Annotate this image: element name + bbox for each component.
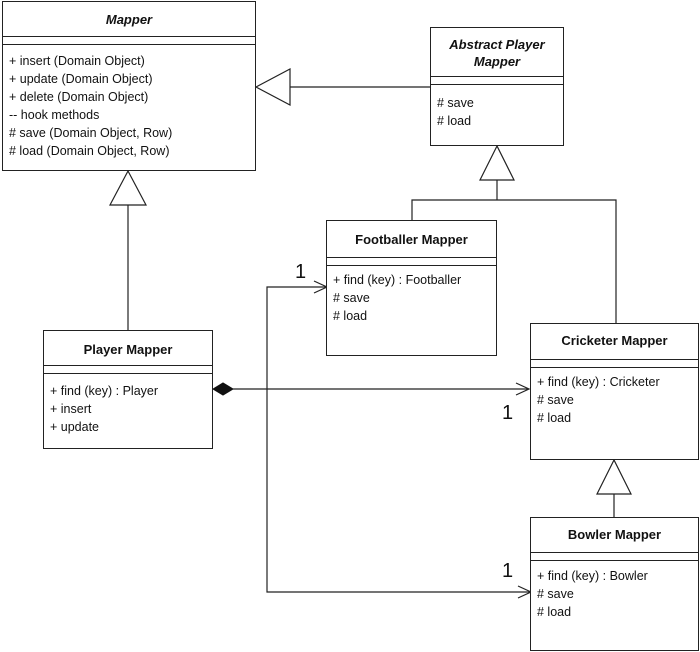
class-mapper-member: + delete (Domain Object) bbox=[9, 90, 149, 104]
class-bowler-mapper-name: Bowler Mapper bbox=[567, 527, 662, 542]
class-mapper-member: + update (Domain Object) bbox=[9, 72, 153, 86]
separator bbox=[3, 36, 255, 37]
multiplicity-cricketer: 1 bbox=[502, 402, 514, 424]
multiplicity-footballer: 1 bbox=[295, 261, 307, 283]
separator bbox=[431, 84, 563, 85]
generalization-arrowhead-mapper-bottom bbox=[109, 169, 147, 206]
class-mapper-member: -- hook methods bbox=[9, 108, 100, 122]
composition-diamond bbox=[212, 382, 234, 396]
class-abstract-player-mapper-name-line2: Mapper bbox=[473, 54, 521, 69]
separator bbox=[531, 359, 698, 360]
class-footballer-mapper-member: # save bbox=[333, 291, 370, 305]
separator bbox=[44, 365, 212, 366]
class-bowler-mapper-member: # load bbox=[537, 605, 572, 619]
multiplicity-bowler: 1 bbox=[502, 560, 514, 582]
separator bbox=[431, 76, 563, 77]
class-mapper-member: # save (Domain Object, Row) bbox=[9, 126, 173, 140]
class-cricketer-mapper-member: # load bbox=[537, 411, 572, 425]
class-footballer-mapper-member: + find (key) : Footballer bbox=[333, 273, 462, 287]
class-player-mapper-member: + update bbox=[50, 420, 100, 434]
class-abstract-player-mapper-member: # load bbox=[437, 114, 472, 128]
association-arrowhead-cricketer bbox=[515, 382, 531, 396]
generalization-arrowhead-abstract-bottom bbox=[479, 144, 515, 181]
separator bbox=[3, 44, 255, 45]
class-abstract-player-mapper: Abstract Player Mapper # save # load bbox=[430, 27, 564, 146]
separator bbox=[531, 552, 698, 553]
class-mapper-member: # load (Domain Object, Row) bbox=[9, 144, 170, 158]
class-footballer-mapper-member: # load bbox=[333, 309, 368, 323]
class-cricketer-mapper-member: + find (key) : Cricketer bbox=[537, 375, 660, 389]
separator bbox=[44, 373, 212, 374]
association-line-to-footballer-and-bowler bbox=[266, 286, 530, 593]
separator bbox=[327, 257, 496, 258]
separator bbox=[531, 560, 698, 561]
class-cricketer-mapper-name: Cricketer Mapper bbox=[561, 333, 668, 348]
class-player-mapper-member: + find (key) : Player bbox=[50, 384, 159, 398]
separator bbox=[531, 367, 698, 368]
generalization-arrowhead-mapper-right bbox=[254, 68, 291, 106]
class-bowler-mapper: Bowler Mapper + find (key) : Bowler # sa… bbox=[530, 517, 699, 651]
generalization-arrowhead-cricketer-bottom bbox=[596, 458, 632, 495]
separator bbox=[327, 265, 496, 266]
class-player-mapper: Player Mapper + find (key) : Player + in… bbox=[43, 330, 213, 449]
class-footballer-mapper: Footballer Mapper + find (key) : Footbal… bbox=[326, 220, 497, 356]
class-abstract-player-mapper-name-line1: Abstract Player bbox=[449, 37, 545, 52]
class-player-mapper-member: + insert bbox=[50, 402, 92, 416]
class-bowler-mapper-member: + find (key) : Bowler bbox=[537, 569, 648, 583]
class-mapper-name: Mapper bbox=[105, 12, 153, 27]
class-footballer-mapper-name: Footballer Mapper bbox=[355, 232, 468, 247]
generalization-line-footballer-branch bbox=[411, 199, 617, 323]
class-bowler-mapper-member: # save bbox=[537, 587, 574, 601]
class-mapper-member: + insert (Domain Object) bbox=[9, 54, 145, 68]
class-mapper: Mapper + insert (Domain Object) + update… bbox=[2, 1, 256, 171]
class-cricketer-mapper-member: # save bbox=[537, 393, 574, 407]
class-cricketer-mapper: Cricketer Mapper + find (key) : Crickete… bbox=[530, 323, 699, 460]
class-abstract-player-mapper-member: # save bbox=[437, 96, 474, 110]
class-player-mapper-name: Player Mapper bbox=[83, 342, 173, 357]
